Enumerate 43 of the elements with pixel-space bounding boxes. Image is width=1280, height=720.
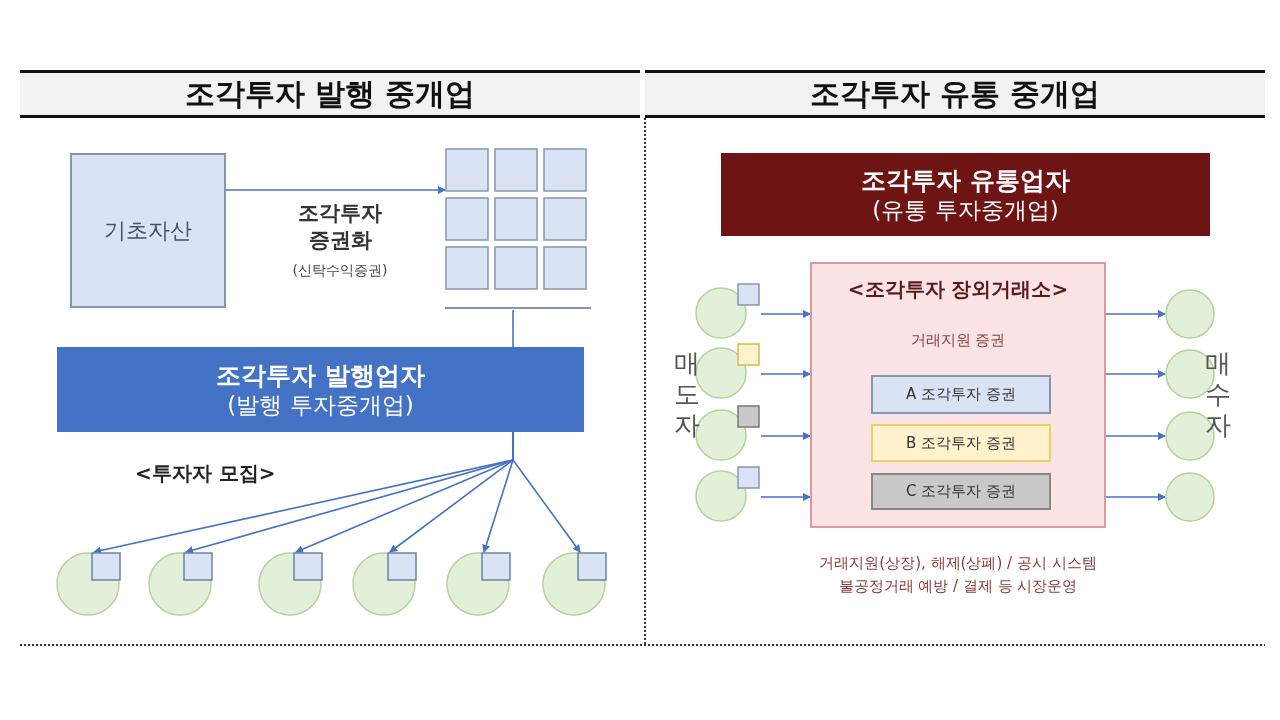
security-grid-drawing — [445, 148, 593, 310]
security-box — [871, 424, 1051, 462]
box-title: 조각투자 유통업자 — [861, 164, 1070, 196]
role-label: 매수자 — [1205, 348, 1232, 442]
distributor-bar — [721, 153, 1210, 236]
section-label: 거래지원 증권 — [910, 331, 1006, 350]
header-band — [645, 70, 1265, 118]
asset-box — [70, 153, 226, 308]
security-label: B 조각투자 증권 — [906, 433, 1016, 453]
arrow — [1105, 432, 1166, 440]
arrow — [512, 431, 581, 553]
arrow — [1105, 370, 1166, 378]
arrow — [1105, 493, 1166, 501]
asset-label: 기초자산 — [104, 216, 192, 245]
arrow — [225, 186, 446, 194]
header-band — [20, 70, 640, 118]
box-title: 조각투자 발행업자 — [216, 359, 425, 391]
note-label: (신탁수익증권) — [291, 262, 389, 280]
issuer-bar — [57, 347, 584, 432]
security-label: C 조각투자 증권 — [906, 482, 1016, 501]
section-title: 조각투자 발행 중개업 — [184, 74, 476, 113]
connector-line — [512, 309, 514, 348]
person-icon — [1165, 289, 1215, 339]
person-icon — [1165, 472, 1215, 522]
role-label: 매도자 — [674, 348, 701, 442]
arrow — [1105, 310, 1166, 318]
security-label: A 조각투자 증권 — [906, 385, 1016, 404]
person-icon — [695, 283, 761, 339]
person-icon — [695, 466, 761, 522]
box-subtitle: (유통 투자중개업) — [872, 195, 1059, 225]
box-subtitle: (발행 투자중개업) — [227, 390, 414, 420]
edge-label: 조각투자 증권화 — [297, 200, 383, 255]
security-box — [871, 473, 1051, 510]
arrow — [760, 432, 811, 440]
security-box — [871, 375, 1051, 414]
box-title: <조각투자 장외거래소> — [847, 276, 1069, 303]
exchange-box — [810, 262, 1106, 528]
arrow — [760, 310, 811, 318]
arrow — [760, 493, 811, 501]
section-title: 조각투자 유통 중개업 — [809, 74, 1101, 113]
section-label: <투자자 모집> — [135, 460, 276, 487]
note-label: 거래지원(상장), 해제(상폐) / 공시 시스템 불공정거래 예방 / 결제 등 시장운영 — [818, 553, 1098, 598]
arrow — [760, 370, 811, 378]
